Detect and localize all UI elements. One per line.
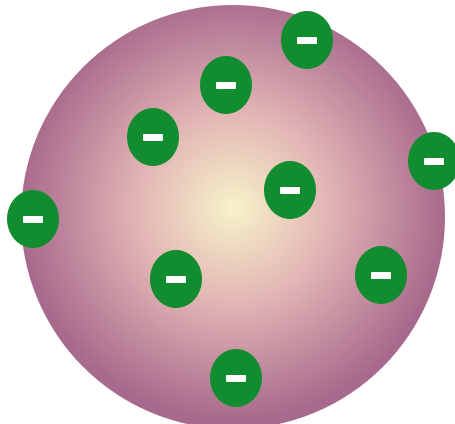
electron <box>127 108 179 166</box>
electron <box>281 11 333 69</box>
electron <box>200 56 252 114</box>
minus-sign-icon <box>280 187 300 194</box>
electron <box>264 161 316 219</box>
electron <box>150 250 202 308</box>
minus-sign-icon <box>371 272 391 279</box>
minus-sign-icon <box>216 82 236 89</box>
minus-sign-icon <box>226 375 246 382</box>
minus-sign-icon <box>166 276 186 283</box>
electron <box>210 349 262 407</box>
minus-sign-icon <box>297 37 317 44</box>
electron <box>355 246 407 304</box>
minus-sign-icon <box>424 158 444 165</box>
minus-sign-icon <box>23 216 43 223</box>
electron <box>7 190 59 248</box>
minus-sign-icon <box>143 134 163 141</box>
